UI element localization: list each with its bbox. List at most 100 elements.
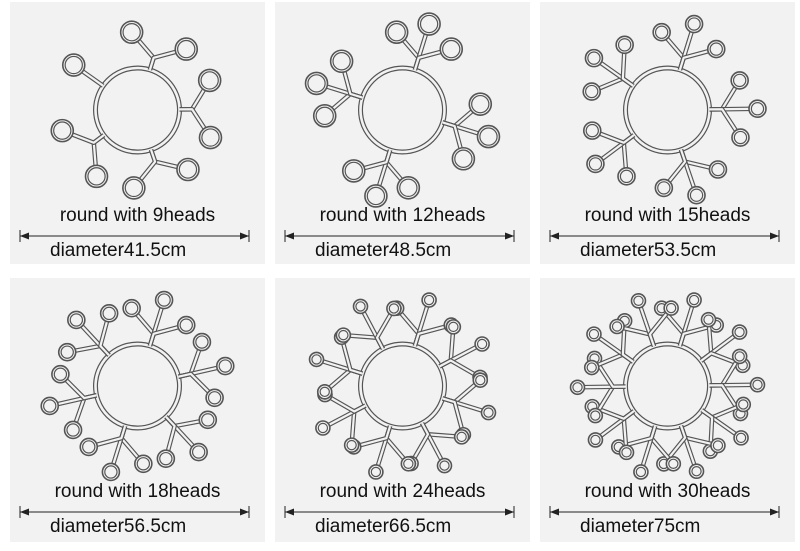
lamp-arm-tube-inner (663, 425, 687, 465)
lamp-head-inner (752, 379, 763, 390)
lamp-ring-tube-inner (624, 66, 711, 154)
lamp-head-inner (403, 458, 414, 469)
arrow-left-icon (20, 508, 29, 516)
lamp-head-inner (654, 25, 669, 39)
lamp-head-inner (611, 321, 623, 332)
lamp-head-inner (709, 42, 723, 56)
lamp-head-inner (588, 328, 600, 340)
product-panel: round with 12heads diameter48.5cm (275, 2, 530, 264)
lamp-arm-tube-inner (621, 44, 634, 87)
lamp-arm-tube-inner (410, 422, 430, 465)
lamp-head-inner (619, 169, 634, 184)
lamp-ring-tube-inner (94, 342, 181, 430)
lamp-head-inner (590, 434, 601, 446)
arrow-right-icon (240, 508, 249, 516)
lamp-head-inner (69, 313, 84, 327)
lamp-drawing (284, 12, 515, 242)
lamp-head-inner (355, 301, 366, 312)
lamp-head-inner (712, 440, 724, 451)
lamp-head-inner (87, 167, 106, 186)
lamp-head-inner (585, 84, 599, 99)
lamp-head-inner (738, 399, 749, 410)
variant-diameter: diameter48.5cm (315, 240, 452, 261)
variant-title: round with 18heads (54, 481, 221, 502)
lamp-head-inner (102, 306, 116, 321)
variant-diameter: diameter53.5cm (580, 240, 717, 261)
lamp-head-inner (104, 465, 118, 479)
lamp-head-inner (635, 466, 647, 478)
lamp-head-inner (689, 188, 704, 202)
variant-diameter: diameter56.5cm (50, 516, 187, 537)
dimension-line (19, 506, 250, 518)
lamp-head-inner (311, 354, 322, 365)
lamp-arm-tube-inner (618, 425, 657, 448)
lamp-arm-tube-inner (353, 425, 392, 448)
lamp-head-inner (668, 458, 679, 469)
lamp-ring-tube-inner (359, 66, 446, 154)
dimension-line (549, 230, 780, 242)
lamp-head-inner (319, 386, 330, 398)
lamp-head-inner (471, 94, 490, 114)
lamp-head-inner (476, 338, 488, 350)
lamp-head-inner (587, 51, 601, 65)
lamp-arm-tube-inner (593, 357, 626, 388)
lamp-head-inner (122, 23, 141, 42)
arrow-right-icon (770, 232, 779, 240)
lamp-arm-tube-inner (663, 149, 687, 189)
arrow-right-icon (505, 508, 514, 516)
lamp-head-inner (588, 157, 603, 171)
lamp-head-inner (687, 17, 701, 31)
lamp-head-inner (207, 391, 222, 405)
product-panel: round with 15heads diameter53.5cm (540, 2, 795, 264)
lamp-arm-tube-inner (442, 397, 465, 436)
lamp-head-inner (475, 374, 486, 386)
lamp-head-inner (124, 301, 139, 315)
lamp-head-inner (419, 14, 439, 34)
lamp-arm-tube-inner (164, 416, 176, 459)
product-panel: round with 24heads diameter66.5cm (275, 278, 530, 542)
lamp-head-inner (585, 123, 599, 138)
variant-diameter: diameter75cm (580, 516, 701, 537)
lamp-arm-tube-inner (648, 307, 672, 347)
lamp-arm-tube-inner (700, 352, 744, 367)
lamp-head-inner (590, 410, 601, 421)
arrow-left-icon (550, 508, 559, 516)
lamp-arm-tube-inner (591, 405, 635, 420)
lamp-head-inner (665, 302, 677, 314)
lamp-arm-tube-inner (324, 393, 366, 413)
lamp-ring-tube-inner (94, 66, 181, 154)
lamp-head-inner (201, 413, 215, 427)
lamp-ring-tube-inner (359, 342, 446, 430)
arrow-right-icon (240, 232, 249, 240)
lamp-head-inner (734, 326, 745, 338)
lamp-head-inner (366, 186, 386, 206)
variant-title: round with 24heads (319, 481, 486, 502)
lamp-head-inner (617, 38, 632, 52)
lamp-head-inner (399, 178, 418, 197)
lamp-head-inner (66, 423, 80, 437)
variant-diameter: diameter66.5cm (315, 516, 452, 537)
lamp-arm-tube-inner (59, 373, 97, 400)
lamp-drawing (549, 14, 780, 242)
lamp-head-inner (179, 318, 193, 332)
arrow-right-icon (505, 232, 514, 240)
lamp-arm-tube-inner (88, 425, 127, 448)
lamp-head-inner (423, 294, 435, 306)
lamp-head-inner (344, 161, 363, 181)
lamp-head-inner (732, 73, 747, 88)
variant-title: round with 15heads (584, 205, 751, 226)
lamp-arm-tube-inner (591, 129, 635, 144)
lamp-head-inner (442, 39, 461, 59)
lamp-head-inner (136, 457, 151, 471)
dimension-line (284, 506, 515, 518)
lamp-head-inner (586, 362, 597, 373)
lamp-head-inner (218, 359, 232, 373)
lamp-head-inner (124, 178, 144, 198)
lamp-head-inner (195, 335, 209, 349)
lamp-drawing (19, 290, 250, 518)
lamp-head-inner (43, 399, 57, 413)
lamp-head-inner (734, 351, 745, 362)
lamp-head-inner (157, 293, 171, 307)
variant-title: round with 12heads (319, 205, 486, 226)
